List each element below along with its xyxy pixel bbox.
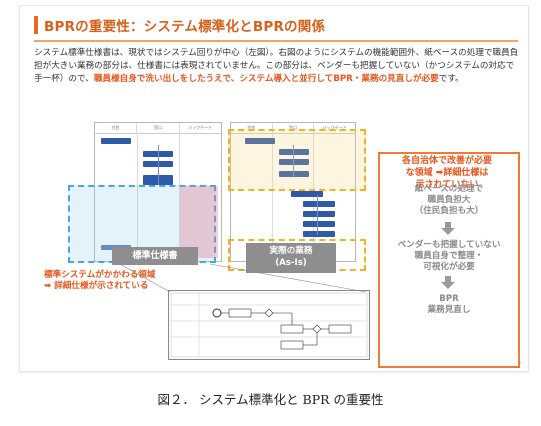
body-text-highlight: 職員様自身で洗い出しをしたうえで、システム導入と並行してBPR・業務の見直しが必… <box>93 74 439 84</box>
title-underline <box>34 40 518 42</box>
doc-col-backyard: バックヤード <box>188 125 213 130</box>
flow-box <box>101 138 131 144</box>
process-detail-zoom <box>168 290 370 360</box>
flow-box <box>245 138 275 144</box>
down-arrow-icon <box>441 222 455 235</box>
standard-system-note: 標準システムがかかわる領域 ➡ 詳細仕様が示されている <box>44 270 156 291</box>
flow-box <box>303 211 335 217</box>
actual-business-label-text: 実際の業務 (As-Is) <box>269 246 313 268</box>
flow-connector <box>317 195 318 235</box>
uncovered-area-highlight <box>180 186 218 258</box>
body-text-tail: です。 <box>438 74 464 84</box>
doc-column-headers: 住民 窓口 バックヤード <box>231 123 355 134</box>
page-number: 5 <box>517 360 521 366</box>
flow-box <box>279 159 309 165</box>
standard-spec-document: 住民 窓口 バックヤード <box>94 122 222 262</box>
lane-divider <box>313 133 314 261</box>
slide: BPRの重要性：システム標準化とBPRの関係 システム標準仕様書は、現状ではシス… <box>19 5 529 372</box>
flow-box <box>303 231 335 237</box>
doc-column-headers: 住民 窓口 バックヤード <box>95 123 221 134</box>
flow-box <box>279 171 309 177</box>
lane-divider <box>137 133 138 261</box>
actual-business-document: 住民 窓口 バックヤード <box>230 122 356 262</box>
flow-box <box>303 201 335 207</box>
process-detail-diagram <box>170 292 368 358</box>
flow-box <box>291 191 323 197</box>
bpr-review-text: BPR 業務見直し <box>427 294 471 315</box>
body-text-plain: システム標準仕様書は、現状ではシステム回りが中心（左図）。右図のようにシステムの… <box>34 48 519 84</box>
flow-box <box>279 149 309 155</box>
municipal-improvement-note: 各自治体で改善が必要 な領域 ➡詳細仕様は 示されていない <box>401 156 492 190</box>
title-accent-bar <box>34 16 38 34</box>
down-arrow-icon <box>441 276 455 289</box>
right-summary-panel: 各自治体で改善が必要 な領域 ➡詳細仕様は 示されていない 紙ベースの処理で 職… <box>378 152 520 368</box>
doc-col-residents: 住民 <box>231 123 273 133</box>
vendor-unaware-text: ベンダーも把握していない 職員自身で整理・ 可視化が必要 <box>397 240 501 272</box>
municipal-improvement-area-highlight <box>228 129 366 191</box>
slide-title: BPRの重要性：システム標準化とBPRの関係 <box>44 19 326 35</box>
zoom-connector-lines <box>119 263 367 293</box>
figure-caption: 図２． システム標準化と BPR の重要性 <box>157 392 384 407</box>
flow-connector <box>158 145 159 185</box>
doc-col-counter: 窓口 <box>273 123 315 133</box>
doc-col-counter: 窓口 <box>137 123 180 133</box>
flow-box <box>303 221 335 227</box>
lane-divider <box>272 133 273 261</box>
flow-connector <box>293 145 294 177</box>
doc-col-residents: 住民 <box>95 123 138 133</box>
actual-business-label: 実際の業務 (As-Is) <box>246 243 336 273</box>
paper-burden-text: 紙ベースの処理で 職員負担大 （住民負担も大） <box>414 184 484 216</box>
lane-divider <box>179 133 180 261</box>
standard-spec-label: 標準仕様書 <box>112 247 198 265</box>
slide-body-text: システム標準仕様書は、現状ではシステム回りが中心（左図）。右図のようにシステムの… <box>34 47 520 86</box>
doc-col-backyard: バックヤード <box>322 125 347 130</box>
